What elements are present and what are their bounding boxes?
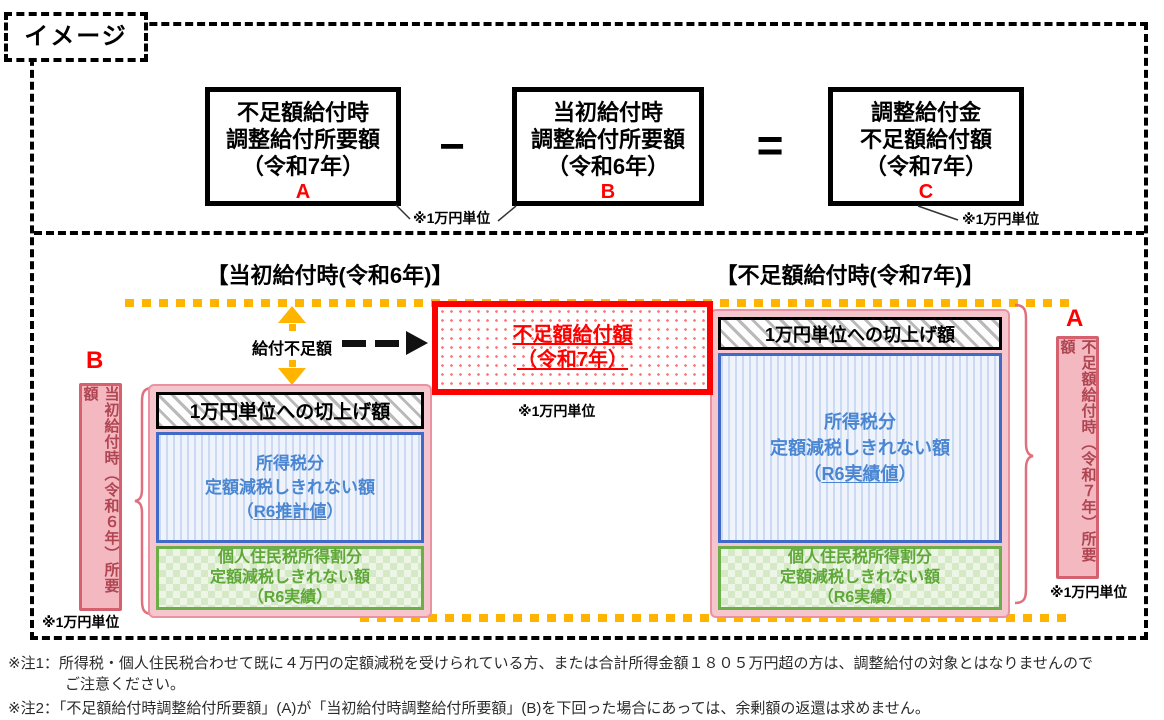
- shortfall-amount-title: 不足額給付額: [512, 324, 633, 346]
- left-bar-header: 【当初給付時(令和6年)】: [206, 263, 454, 288]
- left-bar-resident-tax-box: 個人住民税所得割分 定額減税しきれない額 （R6実績）: [156, 546, 424, 610]
- formula-box-c-line3: （令和7年）: [864, 154, 988, 179]
- right-bar-resident-tax-box: 個人住民税所得割分 定額減税しきれない額 （R6実績）: [718, 546, 1002, 610]
- left-income-line1: 所得税分: [256, 453, 324, 473]
- formula-box-a-line2: 調整給付所要額: [225, 127, 380, 152]
- dashed-arrow-segment: [342, 340, 366, 347]
- dashed-arrow-head-icon: [406, 331, 428, 355]
- footnote-2: ※注2：「不足額給付時調整給付所要額」(A)が「当初給付時調整給付所要額」(B)…: [8, 700, 930, 717]
- formula-box-c-line1: 調整給付金: [870, 100, 981, 125]
- shortfall-arrow-label: 給付不足額: [250, 335, 335, 359]
- shortfall-arrow-down-icon: [278, 368, 306, 385]
- formula-box-c-line2: 不足額給付額: [859, 127, 992, 152]
- right-income-actual-value: R6実績値: [821, 464, 899, 484]
- formula-box-a-line1: 不足額給付時: [236, 100, 369, 125]
- unit-note-c-leader-line: [917, 205, 959, 221]
- shortfall-unit-note: ※1万円単位: [518, 403, 596, 419]
- left-bar-letter: B: [86, 347, 104, 374]
- formula-box-c: 調整給付金 不足額給付額 （令和7年） C: [828, 87, 1024, 206]
- left-income-line2: 定額減税しきれない額: [205, 477, 375, 497]
- right-income-line1: 所得税分: [824, 412, 896, 432]
- unit-note-ab-leader-lines: [395, 204, 517, 222]
- formula-box-b: 当初給付時 調整給付所要額 （令和6年） B: [512, 87, 704, 206]
- formula-box-b-letter: B: [600, 181, 616, 203]
- left-income-estimate-value: R6推計値: [253, 501, 327, 521]
- right-bar-income-tax-box: 所得税分 定額減税しきれない額 （R6実績値）: [718, 353, 1002, 543]
- right-bar-roundup-box: 1万円単位への切上げ額: [718, 317, 1002, 350]
- right-bar-unit-note: ※1万円単位: [1050, 584, 1128, 600]
- image-tag-label: イメージ: [4, 12, 148, 62]
- shortfall-amount-box: 不足額給付額 （令和7年）: [432, 301, 713, 395]
- unit-note-ab: ※1万円単位: [413, 210, 491, 226]
- outer-dashed-frame: [30, 22, 1148, 640]
- right-resident-line2: 定額減税しきれない額: [779, 569, 940, 586]
- formula-box-a-line3: （令和7年）: [241, 154, 365, 179]
- shortfall-amount-subtitle: （令和7年）: [516, 349, 629, 371]
- left-income-line3: （R6推計値）: [236, 501, 344, 521]
- right-bar-side-label: 不足額給付時（令和７年）所要額: [1056, 336, 1099, 579]
- formula-box-a: 不足額給付時 調整給付所要額 （令和7年） A: [205, 87, 401, 206]
- formula-box-b-line1: 当初給付時: [552, 100, 663, 125]
- left-resident-line2: 定額減税しきれない額: [209, 569, 370, 586]
- left-bar: 1万円単位への切上げ額 所得税分 定額減税しきれない額 （R6推計値） 個人住民…: [148, 384, 432, 618]
- left-bar-unit-note: ※1万円単位: [42, 614, 120, 630]
- left-resident-line1: 個人住民税所得割分: [217, 549, 362, 566]
- footnote-1-line2: ご注意ください。: [65, 676, 186, 693]
- equals-operator: =: [756, 119, 784, 171]
- shortfall-arrow-up-icon: [278, 306, 306, 323]
- formula-box-c-letter: C: [918, 181, 934, 203]
- right-bar-brace: [1014, 303, 1034, 605]
- right-bar-letter: A: [1066, 305, 1084, 332]
- dashed-arrow-segment: [375, 340, 399, 347]
- right-bar: 1万円単位への切上げ額 所得税分 定額減税しきれない額 （R6実績値） 個人住民…: [710, 309, 1010, 618]
- right-resident-line1: 個人住民税所得割分: [787, 549, 932, 566]
- right-bar-header: 【不足額給付時(令和7年)】: [715, 263, 985, 288]
- formula-box-b-line3: （令和6年）: [546, 154, 670, 179]
- left-resident-line3: （R6実績）: [247, 589, 333, 606]
- section-divider: [34, 231, 1144, 235]
- minus-operator: −: [439, 122, 465, 171]
- left-bar-roundup-box: 1万円単位への切上げ額: [156, 392, 424, 429]
- right-income-line3: （R6実績値）: [803, 464, 917, 484]
- left-bar-income-tax-box: 所得税分 定額減税しきれない額 （R6推計値）: [156, 432, 424, 543]
- left-bar-side-label: 当初給付時（令和６年）所要額: [79, 383, 122, 611]
- footnote-1-line1: ※注1：所得税・個人住民税合わせて既に４万円の定額減税を受けられている方、または…: [8, 655, 1094, 672]
- right-income-line2: 定額減税しきれない額: [770, 438, 950, 458]
- left-bar-brace: [134, 386, 153, 616]
- formula-box-a-letter: A: [295, 181, 311, 203]
- footnotes: ※注1：所得税・個人住民税合わせて既に４万円の定額減税を受けられている方、または…: [8, 653, 1160, 719]
- formula-box-b-line2: 調整給付所要額: [530, 127, 685, 152]
- bottom-guide-dotted-line: [360, 614, 1072, 622]
- right-resident-line3: （R6実績）: [817, 589, 903, 606]
- unit-note-c: ※1万円単位: [962, 211, 1040, 227]
